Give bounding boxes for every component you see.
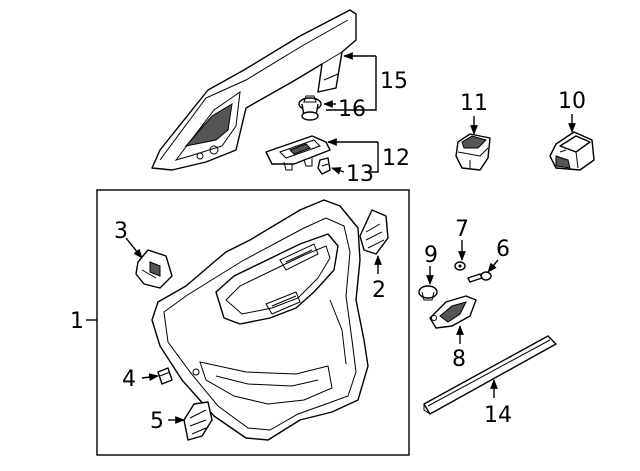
door-handle-8 (429, 295, 477, 329)
switch-11 (455, 133, 491, 171)
callout-5: 5 (150, 409, 164, 434)
switch-10 (549, 131, 595, 171)
clip-4 (157, 367, 173, 385)
bracket-3 (135, 249, 173, 289)
callout-3: 3 (114, 219, 128, 244)
switch-bezel-12 (265, 135, 331, 171)
callout-2: 2 (372, 278, 386, 303)
clip-9 (418, 285, 438, 301)
washer-7 (454, 261, 466, 271)
callout-10: 10 (558, 89, 586, 114)
callout-12: 12 (382, 146, 410, 171)
sill-strip-14 (423, 335, 557, 415)
callout-1: 1 (70, 309, 84, 334)
callout-15: 15 (380, 69, 408, 94)
bracket-5 (183, 401, 213, 441)
callout-13: 13 (346, 162, 374, 187)
trim-clip-16 (298, 95, 322, 121)
callout-9: 9 (424, 243, 438, 268)
callout-8: 8 (452, 347, 466, 372)
bracket-2 (359, 209, 389, 255)
screw-6 (467, 271, 492, 283)
callout-6: 6 (496, 237, 510, 262)
callout-11: 11 (460, 91, 488, 116)
callout-14: 14 (484, 403, 512, 428)
clip-13 (317, 157, 331, 175)
callout-labels: 1 2 3 4 5 6 7 8 9 10 11 12 13 14 15 16 (70, 69, 586, 434)
callout-16: 16 (338, 97, 366, 122)
callout-4: 4 (122, 367, 136, 392)
door-trim-panel (151, 199, 369, 441)
callout-7: 7 (455, 217, 469, 242)
window-frame-trim (151, 9, 357, 171)
leader-lines (86, 52, 576, 424)
door-panel-assembly-box (96, 189, 410, 456)
